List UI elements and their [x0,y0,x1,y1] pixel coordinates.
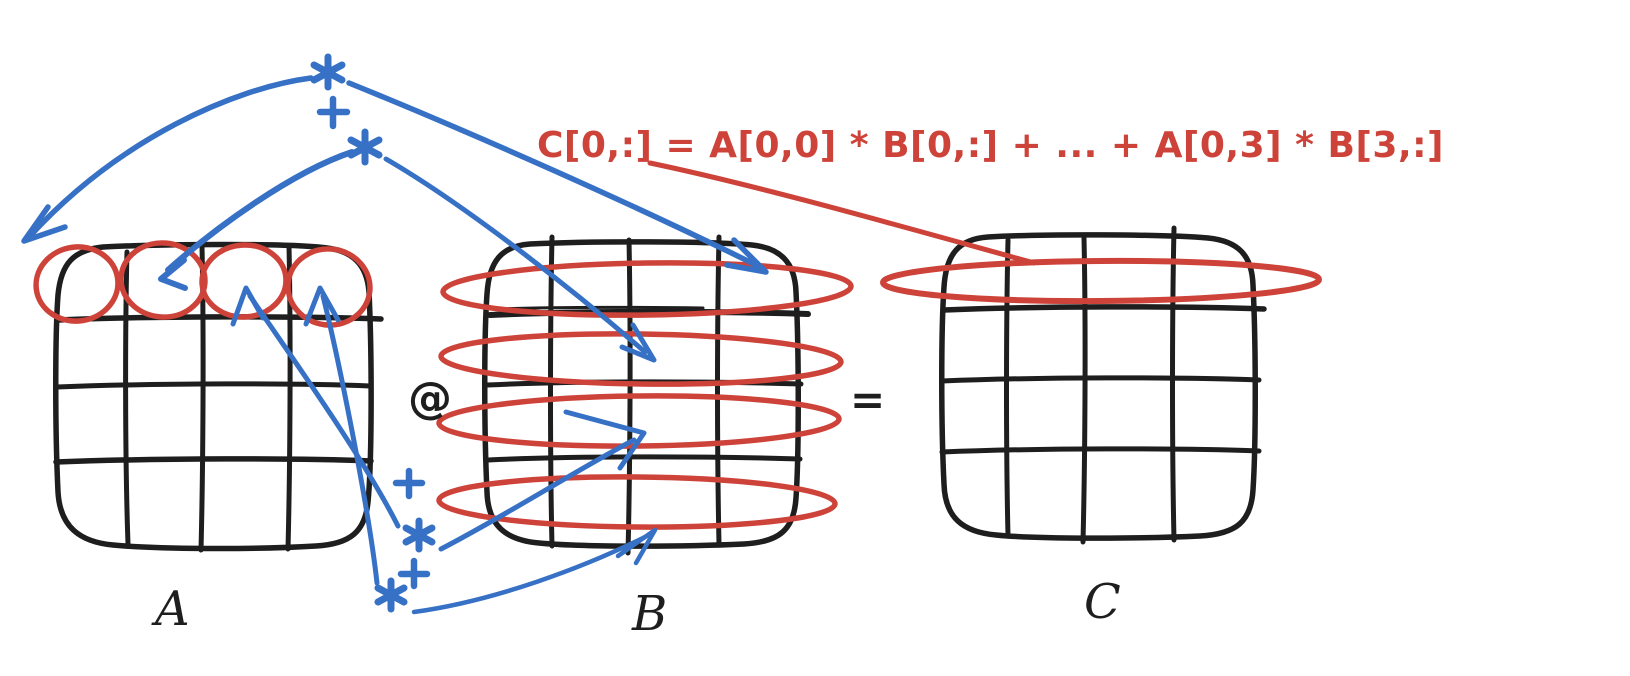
blue-annotations [21,53,769,615]
circle-a02 [199,242,289,320]
matrix-c-gridlines [939,225,1267,545]
formula-text: C[0,:] = A[0,0] * B[0,:] + ... + A[0,3] … [537,125,1444,166]
matrix-c: C [880,225,1322,630]
arrow-term2-left-shaft [247,293,401,529]
arrowhead-a01-icon [158,257,188,291]
arrow-term0-right-shaft [346,80,763,270]
matrix-c-border [939,232,1258,541]
plus-icon-bottom-1 [392,467,426,500]
formula-pointer-line [647,160,1037,266]
matrix-c-label: C [1084,574,1121,630]
matmul-operator: @ [408,373,452,424]
ellipse-b-row0 [440,260,854,318]
matrix-a-label: A [151,581,190,637]
ellipse-b-row1 [438,331,844,387]
arrow-term3-left-shaft [320,293,380,586]
arrow-term0-left-shaft [27,75,314,239]
arrowhead-b-row2-icon [563,409,647,471]
plus-icon-top [316,95,351,130]
asterisk-icon-top-2 [347,128,383,166]
arrowhead-a02-icon [230,285,266,327]
arrow-term1-right-shaft [383,156,648,355]
matrix-a: A [33,240,384,637]
circle-a03 [285,246,373,328]
matrix-b-border [482,239,801,549]
arrow-term3-right-shaft [411,534,648,615]
arrowhead-b-row0-icon [724,237,769,275]
matrix-a-row0-cell-circles [33,240,373,328]
ellipse-c-row0 [880,257,1322,305]
asterisk-icon-top-1 [310,53,346,91]
matrix-b-label: B [631,586,667,642]
matrix-b: B [436,234,854,642]
matrix-a-gridlines [53,243,384,553]
arrowhead-b-row3-icon [615,527,658,566]
arrow-term1-left-shaft [165,149,355,273]
plus-icon-bottom-2 [397,557,431,590]
ellipse-b-row2 [436,393,842,449]
matrix-b-row-ellipses [436,260,854,530]
asterisk-icon-bottom-1 [402,517,436,553]
arrowhead-b-row1-icon [619,322,657,363]
arrow-term2-right-shaft [438,437,637,552]
equals-operator: = [850,375,885,424]
circle-a00 [33,244,121,324]
asterisk-icon-bottom-2 [374,577,408,613]
ellipse-b-row3 [436,474,838,530]
arrowhead-outside-a-icon [21,204,68,244]
arrowhead-a03-icon [303,285,341,327]
